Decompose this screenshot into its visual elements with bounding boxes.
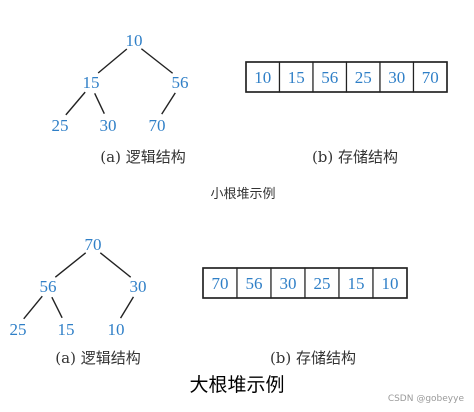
big-heap-tree-node: 70: [85, 235, 102, 254]
small-heap-cell-value: 30: [388, 68, 405, 87]
small-heap-cell-value: 56: [321, 68, 338, 87]
big-heap-cell-value: 56: [246, 274, 263, 293]
small-heap-tree-edge: [140, 48, 174, 74]
big-heap-cell-value: 25: [314, 274, 331, 293]
small-heap-tree-edge: [94, 93, 105, 114]
small-heap-cell-value: 25: [355, 68, 372, 87]
big-heap-tree-node: 56: [40, 277, 57, 296]
big-heap-tree: 70 56 30 25 15 10: [10, 235, 147, 339]
big-heap-tree-node: 15: [58, 320, 75, 339]
small-heap-tree-edge: [65, 91, 86, 116]
big-heap-cell-value: 30: [280, 274, 297, 293]
big-heap-tree-node: 25: [10, 320, 27, 339]
big-heap-logical-caption: (a) 逻辑结构: [55, 349, 140, 366]
big-heap-tree-edge: [119, 296, 135, 319]
small-heap-array: 10 15 56 25 30 70: [245, 61, 448, 93]
small-heap-tree-edge: [97, 48, 128, 74]
big-heap-tree-edge: [23, 295, 43, 320]
big-heap-array-frame: [202, 267, 408, 299]
big-heap-tree-edge: [99, 252, 132, 278]
big-heap-tree-node: 30: [130, 277, 147, 296]
big-heap-storage-caption: (b) 存储结构: [270, 349, 356, 366]
heap-diagram-figure: 10 15 56 25 30 70 10 15 56 25 30 70 (a) 逻辑结构 (b) 存…: [10, 31, 448, 366]
small-heap-storage-caption: (b) 存储结构: [312, 148, 398, 166]
small-heap-tree-node: 15: [83, 73, 100, 92]
small-heap-tree-node: 56: [172, 73, 189, 92]
big-heap-tree-edge: [51, 296, 63, 319]
big-heap-cell: [270, 267, 306, 299]
big-heap-title: 大根堆示例: [189, 374, 285, 396]
small-heap-tree-node: 10: [126, 31, 143, 50]
small-heap-tree-node: 25: [52, 116, 69, 135]
small-heap-title: 小根堆示例: [210, 187, 275, 202]
small-heap-cell-value: 15: [288, 68, 305, 87]
small-heap-tree-node: 70: [149, 116, 166, 135]
big-heap-cell-value: 70: [212, 274, 229, 293]
small-heap-cell-value: 10: [254, 68, 271, 87]
small-heap-logical-caption: (a) 逻辑结构: [100, 148, 185, 166]
watermark-text: CSDN @gobeyye: [387, 394, 464, 404]
small-heap-cell-value: 70: [422, 68, 439, 87]
small-heap-cell: [412, 61, 448, 93]
big-heap-cell: [236, 267, 272, 299]
small-heap-tree-edge: [161, 92, 176, 115]
big-heap-array: 70 56 30 25 15 10: [202, 267, 408, 299]
big-heap-cell-value: 15: [348, 274, 365, 293]
small-heap-tree-node: 30: [100, 116, 117, 135]
big-heap-tree-edge: [54, 252, 87, 278]
big-heap-cell: [372, 267, 408, 299]
big-heap-tree-node: 10: [108, 320, 125, 339]
small-heap-array-frame: [245, 61, 448, 93]
small-heap-tree: 10 15 56 25 30 70: [52, 31, 189, 135]
big-heap-cell: [338, 267, 374, 299]
big-heap-cell-value: 10: [382, 274, 399, 293]
